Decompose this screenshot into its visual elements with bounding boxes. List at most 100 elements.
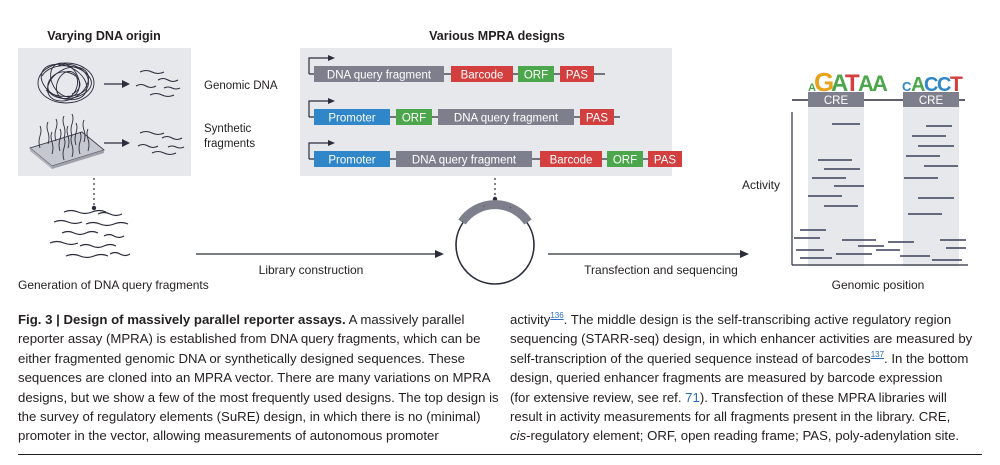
caption-line: sequencing (STARR-seq) design, in which …	[510, 331, 973, 347]
cre2-label: CRE	[919, 95, 944, 107]
transfection-label: Transfection and sequencing	[584, 263, 738, 277]
caption-line: designs, but we show a few of the most f…	[18, 389, 499, 405]
figure-label: Fig. 3 | Design of massively parallel re…	[18, 312, 346, 327]
bottom-rule	[18, 454, 982, 455]
pas-segment	[560, 66, 594, 82]
svg-text:A: A	[808, 82, 816, 94]
segment-label: Promoter	[328, 113, 375, 125]
cre1-label: CRE	[824, 95, 849, 107]
orf-segment	[396, 109, 432, 125]
figure-3-illustration: Varying DNA origin Genomic DNA	[18, 29, 968, 292]
genomic-fragments-icon	[135, 69, 181, 98]
svg-text:C: C	[937, 74, 951, 96]
design-row-1: DNA query fragment Barcode ORF PAS	[308, 55, 605, 82]
segment-label: PAS	[586, 113, 608, 125]
reference-link-136[interactable]: 136	[550, 311, 564, 320]
promoter-segment	[314, 109, 390, 125]
query-fragment-pool-icon	[49, 209, 131, 259]
segment-label: PAS	[654, 155, 676, 167]
cre1-box	[808, 92, 864, 107]
design-row-2: Promoter ORF DNA query fragment PAS	[308, 98, 620, 125]
segment-label: DNA query fragment	[412, 155, 517, 167]
caption-line: sequences are cloned into an MPRA vector…	[18, 370, 491, 386]
pas-segment	[580, 109, 614, 125]
genomic-arrow-icon	[104, 80, 130, 88]
origin-connector-dot	[91, 205, 97, 211]
segment-label: ORF	[402, 113, 426, 125]
barcode-segment	[451, 66, 513, 82]
segment-label: Barcode	[550, 155, 593, 167]
motif2-sequence-text: CACCT	[900, 58, 904, 61]
reference-link-71[interactable]: 71	[685, 389, 700, 405]
motif1-sequence-text: AGATAA	[800, 58, 804, 61]
svg-text:A: A	[911, 74, 925, 96]
motif-logo-1: A G A T A A AGATAA	[800, 58, 888, 97]
synthetic-fragments-icon	[137, 130, 185, 156]
caption-line: promoter in the vector, allowing measure…	[18, 428, 439, 444]
caption-left-column: Fig. 3 | Design of massively parallel re…	[18, 310, 499, 446]
caption-line: (for extensive review, see ref. 71). Tra…	[510, 388, 985, 407]
caption-text: cis	[510, 428, 527, 444]
barcode-segment	[540, 151, 602, 167]
caption-text: activity	[510, 312, 551, 327]
origin-panel-title: Varying DNA origin	[47, 29, 160, 43]
caption-line: the survey of regulatory elements (SuRE)…	[18, 409, 481, 425]
caption-text: self-transcription of the queried sequen…	[510, 350, 871, 366]
transfection-arrow-icon	[548, 250, 749, 258]
segment-label: PAS	[566, 70, 588, 82]
library-arrow-icon	[196, 250, 444, 258]
caption-line: either fragmented genomic DNA or synthet…	[18, 350, 465, 366]
caption-text: . The middle design is the self-transcri…	[563, 312, 952, 327]
caption-text: ). Transfection of these MPRA libraries …	[699, 389, 947, 405]
caption-line: activity136. The middle design is the se…	[510, 310, 985, 329]
genomic-dna-tangle-icon	[37, 62, 95, 104]
synthetic-fragments-label-line1: Synthetic	[204, 123, 252, 135]
segment-label: ORF	[613, 155, 637, 167]
caption-text: A massively parallel	[345, 312, 465, 327]
dna-query-fragment-segment	[314, 66, 444, 82]
svg-text:T: T	[845, 70, 860, 97]
svg-text:G: G	[814, 67, 834, 97]
caption-line: reporter assay (MPRA) is established fro…	[18, 331, 481, 347]
reference-link-137[interactable]: 137	[870, 349, 885, 359]
promoter-segment	[314, 151, 390, 167]
svg-text:C: C	[902, 79, 912, 94]
caption-right-column: activity136. The middle design is the se…	[510, 310, 985, 446]
generation-label: Generation of DNA query fragments	[18, 278, 209, 292]
caption-line: cis-regulatory element; ORF, open readin…	[510, 426, 985, 445]
svg-text:A: A	[872, 71, 888, 96]
pas-segment	[648, 151, 682, 167]
segment-label: DNA query fragment	[454, 113, 559, 125]
segment-label: Promoter	[328, 155, 375, 167]
synthetic-array-icon	[29, 113, 105, 169]
svg-text:A: A	[831, 70, 848, 97]
fragment-activity-bars	[794, 123, 966, 261]
caption-text: (for extensive review, see ref.	[510, 389, 686, 405]
designs-connector-dot	[492, 196, 498, 202]
segment-label: ORF	[524, 70, 548, 82]
svg-text:T: T	[950, 73, 963, 96]
svg-text:C: C	[924, 74, 938, 96]
caption-line: self-transcription of the queried sequen…	[510, 349, 985, 368]
synthetic-fragments-label-line2: fragments	[204, 138, 255, 150]
plasmid-vector-icon	[455, 200, 535, 285]
svg-text:A: A	[858, 71, 874, 96]
caption-line: result in activity measurements for all …	[510, 409, 951, 425]
dna-query-fragment-segment	[396, 151, 532, 167]
cre2-box	[903, 92, 959, 107]
caption-text: -regulatory element; ORF, open reading f…	[526, 428, 960, 444]
motif-logo-2: C A C C T CACCT	[900, 58, 963, 96]
orf-segment	[607, 151, 643, 167]
orf-segment	[518, 66, 554, 82]
genomic-position-axis-label: Genomic position	[832, 278, 925, 292]
segment-label: DNA query fragment	[327, 70, 432, 82]
caption-line: design, queried enhancer fragments are m…	[510, 370, 943, 386]
dna-query-fragment-segment	[438, 109, 574, 125]
designs-panel-title: Various MPRA designs	[429, 29, 565, 43]
caption-line: Fig. 3 | Design of massively parallel re…	[18, 310, 480, 329]
synthetic-arrow-icon	[104, 139, 130, 147]
activity-axis-label: Activity	[742, 178, 780, 192]
genomic-dna-label: Genomic DNA	[204, 80, 278, 92]
design-row-3: Promoter DNA query fragment Barcode ORF …	[308, 140, 682, 167]
caption-text: . In the bottom	[884, 350, 969, 366]
